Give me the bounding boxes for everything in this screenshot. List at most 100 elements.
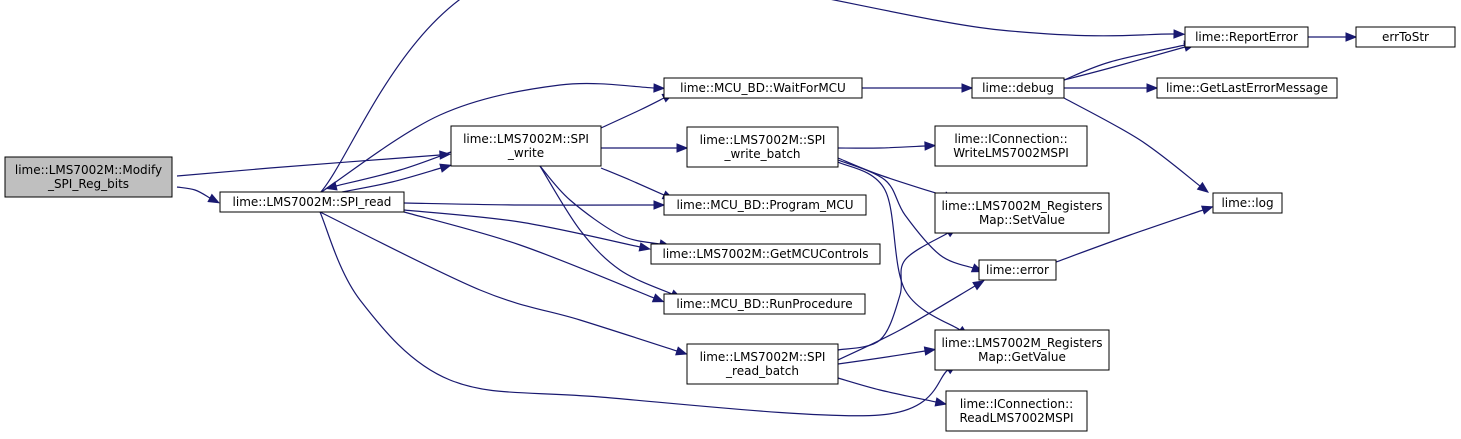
edge-n8-n16 [837, 280, 985, 361]
node-label: _read_batch [725, 364, 799, 378]
node-label: lime::LMS7002M::SPI [700, 350, 826, 364]
edge-line [600, 97, 665, 129]
arrowhead [653, 83, 666, 93]
edge-n1-n3 [319, 82, 666, 194]
arrowhead [651, 293, 665, 303]
arrowhead [324, 181, 338, 191]
node-label: _SPI_Reg_bits [47, 177, 129, 191]
node-label: lime::LMS7002M_Registers [941, 199, 1102, 213]
function-nodes: lime::LMS7002M::Modify_SPI_Reg_bitslime:… [4, 26, 1456, 432]
edge-n3-n9 [1063, 42, 1196, 81]
edge-line [837, 161, 961, 331]
edge-n4-n13 [837, 141, 937, 151]
node-label: lime::IConnection:: [954, 132, 1067, 146]
node-label: _write_batch [723, 147, 800, 161]
arrowhead [923, 346, 937, 356]
edge-n11-n12 [1063, 83, 1159, 93]
node-n9[interactable]: lime::ReportError [1184, 26, 1309, 48]
node-label: ReadLMS7002MSPI [959, 411, 1073, 425]
node-n7[interactable]: lime::MCU_BD::RunProcedure [663, 293, 866, 315]
node-box [945, 390, 1088, 432]
arrowhead [1345, 32, 1358, 42]
edge-line [319, 82, 655, 194]
node-box [971, 77, 1065, 99]
node-n10[interactable]: errToStr [1355, 26, 1456, 48]
node-n15[interactable]: lime::log [1212, 192, 1283, 214]
node-label: Map::GetValue [978, 350, 1066, 364]
node-label: lime::LMS7002M::Modify [15, 163, 162, 177]
node-label: Map::SetValue [979, 213, 1065, 227]
edge-n3-n11 [861, 83, 974, 93]
node-n12[interactable]: lime::GetLastErrorMessage [1156, 77, 1338, 99]
edge-n2-n7 [539, 165, 683, 299]
node-box [663, 77, 863, 99]
node-box [686, 343, 839, 385]
arrowhead [1196, 181, 1210, 193]
node-box [663, 194, 867, 216]
edge-n2-n4 [601, 143, 689, 153]
edge-line [403, 211, 655, 299]
edge-line [176, 154, 441, 177]
edge-line [837, 159, 974, 269]
node-n5[interactable]: lime::MCU_BD::Program_MCU [663, 194, 867, 216]
node-box [978, 259, 1057, 281]
edge-line [1063, 97, 1201, 187]
node-box [663, 293, 866, 315]
arrowhead [934, 397, 948, 407]
arrowhead [439, 163, 452, 173]
edge-n1-n5 [403, 200, 666, 210]
edge-n8-n18 [837, 377, 948, 407]
edge-n0-n2 [176, 150, 452, 177]
arrowhead [439, 150, 452, 160]
edge-line [341, 167, 442, 193]
edge-line [1055, 209, 1204, 263]
edge-n2-n5 [600, 167, 675, 200]
node-box [650, 243, 881, 265]
node-box [934, 329, 1110, 371]
edge-line [1063, 44, 1186, 81]
node-label: _write [507, 146, 544, 160]
node-label: lime::LMS7002M_Registers [941, 336, 1102, 350]
node-n4[interactable]: lime::LMS7002M::SPI_write_batch [686, 126, 839, 168]
edge-line [319, 0, 1175, 194]
node-n2[interactable]: lime::LMS7002M::SPI_write [450, 125, 602, 167]
node-n8[interactable]: lime::LMS7002M::SPI_read_batch [686, 343, 839, 385]
arrowhead [653, 200, 666, 210]
edge-n8-n17 [837, 346, 937, 365]
node-box [1184, 26, 1309, 48]
edge-n2-n1 [324, 151, 452, 191]
edge-line [403, 202, 655, 206]
edge-line [176, 186, 211, 199]
node-n16[interactable]: lime::error [978, 259, 1057, 281]
node-box [1212, 192, 1283, 214]
arrowhead [924, 141, 937, 151]
edge-line [1063, 46, 1186, 81]
node-label: lime::LMS7002M::GetMCUControls [663, 247, 869, 261]
edge-line [837, 285, 976, 361]
node-box [1156, 77, 1338, 99]
node-box [934, 125, 1088, 167]
arrowhead [961, 83, 974, 93]
node-box [686, 126, 839, 168]
node-n13[interactable]: lime::IConnection::WriteLMS7002MSPI [934, 125, 1088, 167]
node-n11[interactable]: lime::debug [971, 77, 1065, 99]
node-label: lime::debug [982, 81, 1054, 95]
node-n6[interactable]: lime::LMS7002M::GetMCUControls [650, 243, 881, 265]
node-label: lime::log [1221, 196, 1273, 210]
node-label: lime::MCU_BD::Program_MCU [676, 198, 853, 212]
node-n0[interactable]: lime::LMS7002M::Modify_SPI_Reg_bits [4, 156, 173, 198]
edge-n1-n6 [403, 209, 652, 252]
edge-n16-n15 [1055, 205, 1214, 263]
edge-n1-n8 [319, 211, 688, 356]
edge-line [837, 145, 926, 149]
node-box [934, 192, 1110, 234]
arrowhead [972, 280, 985, 291]
node-n18[interactable]: lime::IConnection::ReadLMS7002MSPI [945, 390, 1088, 432]
node-n1[interactable]: lime::LMS7002M::SPI_read [219, 191, 405, 213]
arrowhead [675, 346, 688, 356]
arrowhead [207, 193, 221, 204]
edge-line [837, 157, 946, 197]
node-n3[interactable]: lime::MCU_BD::WaitForMCU [663, 77, 863, 99]
